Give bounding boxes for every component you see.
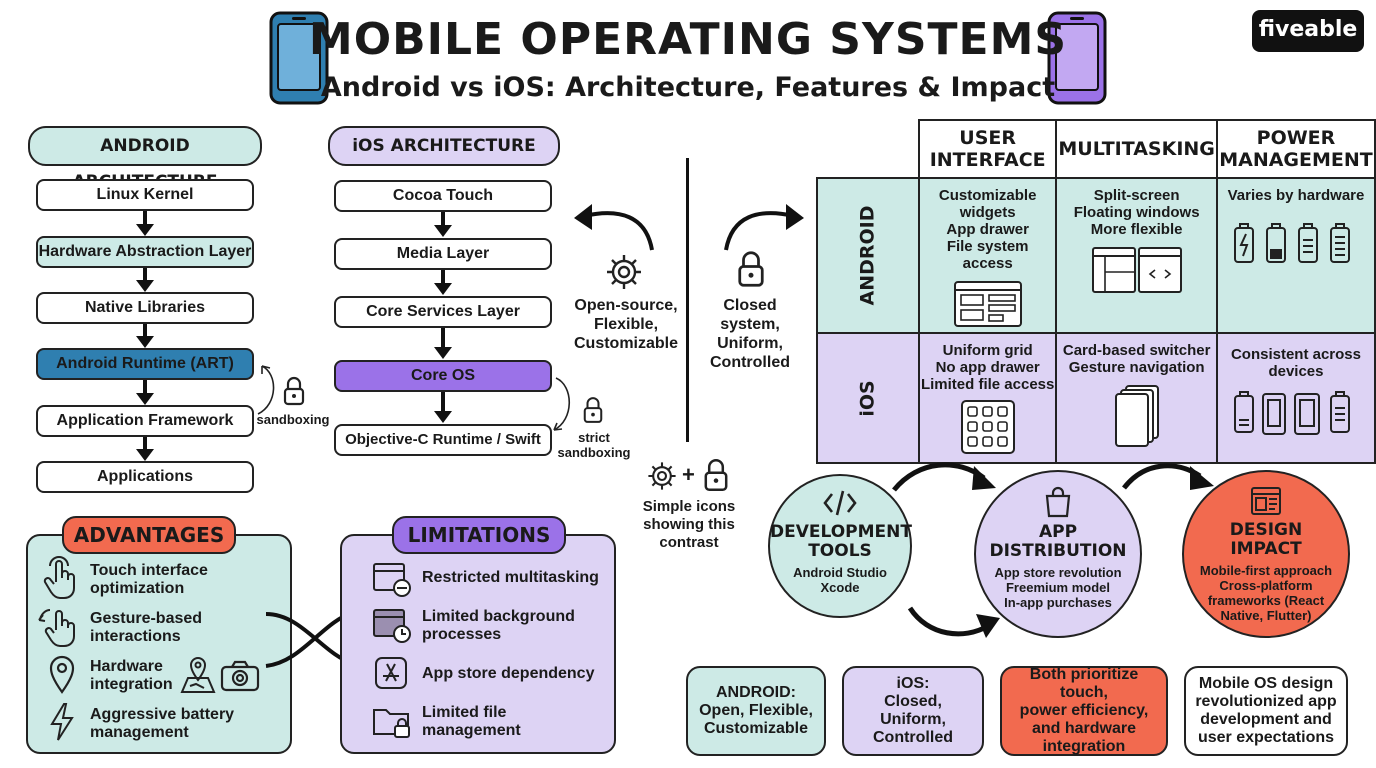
arrow-left-curve	[574, 204, 654, 251]
widgets-screen-icon	[953, 281, 1022, 327]
code-icon	[823, 490, 857, 516]
advantages-label: ADVANTAGES	[62, 516, 236, 554]
card-switcher-icon	[1114, 385, 1159, 447]
summary-both: Both prioritize touch,power efficiency,a…	[1000, 666, 1168, 756]
lightning-icon	[48, 702, 76, 747]
app-store-icon	[374, 656, 408, 695]
camera-icon	[220, 660, 260, 697]
app-grid-icon	[960, 400, 1015, 454]
android-layer-art: Android Runtime (ART)	[36, 348, 254, 380]
android-architecture-label: ANDROID ARCHITECTURE	[28, 126, 262, 192]
ios-contrast-text: Closed system,Uniform,Controlled	[710, 297, 790, 371]
page-subtitle: Android vs iOS: Architecture, Features &…	[320, 72, 1056, 103]
limitation-item: Restricted multitasking	[422, 569, 599, 586]
android-power-cell: Varies by hardware	[1215, 177, 1376, 334]
padlock-icon	[736, 250, 766, 293]
ios-phone-icon	[1046, 10, 1108, 111]
ios-layer-runtime: Objective-C Runtime / Swift	[334, 424, 552, 456]
padlock-icon	[282, 376, 306, 411]
android-layer-applications: Applications	[36, 461, 254, 493]
summary-android: ANDROID:Open, Flexible,Customizable	[686, 666, 826, 756]
split-screen-icon	[1091, 247, 1182, 293]
android-phone-icon	[268, 10, 330, 111]
summary-ios: iOS:Closed, Uniform,Controlled	[842, 666, 984, 756]
android-layer-hal: Hardware Abstraction Layer	[36, 236, 254, 268]
arrow-right-curve	[724, 204, 804, 251]
sandbox-curve-android	[257, 365, 275, 415]
window-minus-icon	[372, 562, 412, 603]
battery-levels-icon	[1233, 223, 1350, 263]
brand-logo: fiveable	[1252, 10, 1364, 52]
layout-icon	[1251, 487, 1281, 515]
sandboxing-note: sandboxing	[256, 412, 330, 427]
device-batteries-icon	[1233, 391, 1350, 435]
map-icon	[180, 656, 216, 699]
flow-arrow	[907, 606, 1000, 638]
folder-lock-icon	[372, 702, 414, 745]
limitations-label: LIMITATIONS	[392, 516, 566, 554]
ios-layer-media: Media Layer	[334, 238, 552, 270]
android-layer-linux-kernel: Linux Kernel	[36, 179, 254, 211]
row-label-ios: iOS	[815, 332, 921, 464]
android-layer-native-libraries: Native Libraries	[36, 292, 254, 324]
ios-layer-core-services: Core Services Layer	[334, 296, 552, 328]
gear-icon	[646, 460, 678, 497]
ios-architecture-label: iOS ARCHITECTURE	[328, 126, 560, 166]
ios-layer-cocoa-touch: Cocoa Touch	[334, 180, 552, 212]
window-clock-icon	[372, 608, 412, 649]
shopping-bag-icon	[1045, 486, 1071, 518]
padlock-icon	[702, 458, 730, 497]
ios-layer-core-os: Core OS	[334, 360, 552, 392]
touch-icon	[42, 556, 78, 605]
row-label-android: ANDROID	[815, 177, 921, 334]
plus-sign: +	[682, 462, 695, 487]
padlock-icon	[582, 396, 604, 429]
location-pin-icon	[48, 655, 76, 701]
android-contrast-text: Open-source,Flexible,Customizable	[573, 297, 678, 352]
gesture-icon	[36, 606, 82, 653]
page-title: MOBILE OPERATING SYSTEMS	[308, 14, 1068, 65]
limitation-item: App store dependency	[422, 665, 595, 682]
header-multitasking: MULTITASKING	[1055, 119, 1218, 179]
divider-line	[686, 158, 689, 442]
android-layer-app-framework: Application Framework	[36, 405, 254, 437]
sandbox-curve-ios	[553, 377, 570, 431]
gear-icon	[604, 252, 644, 297]
